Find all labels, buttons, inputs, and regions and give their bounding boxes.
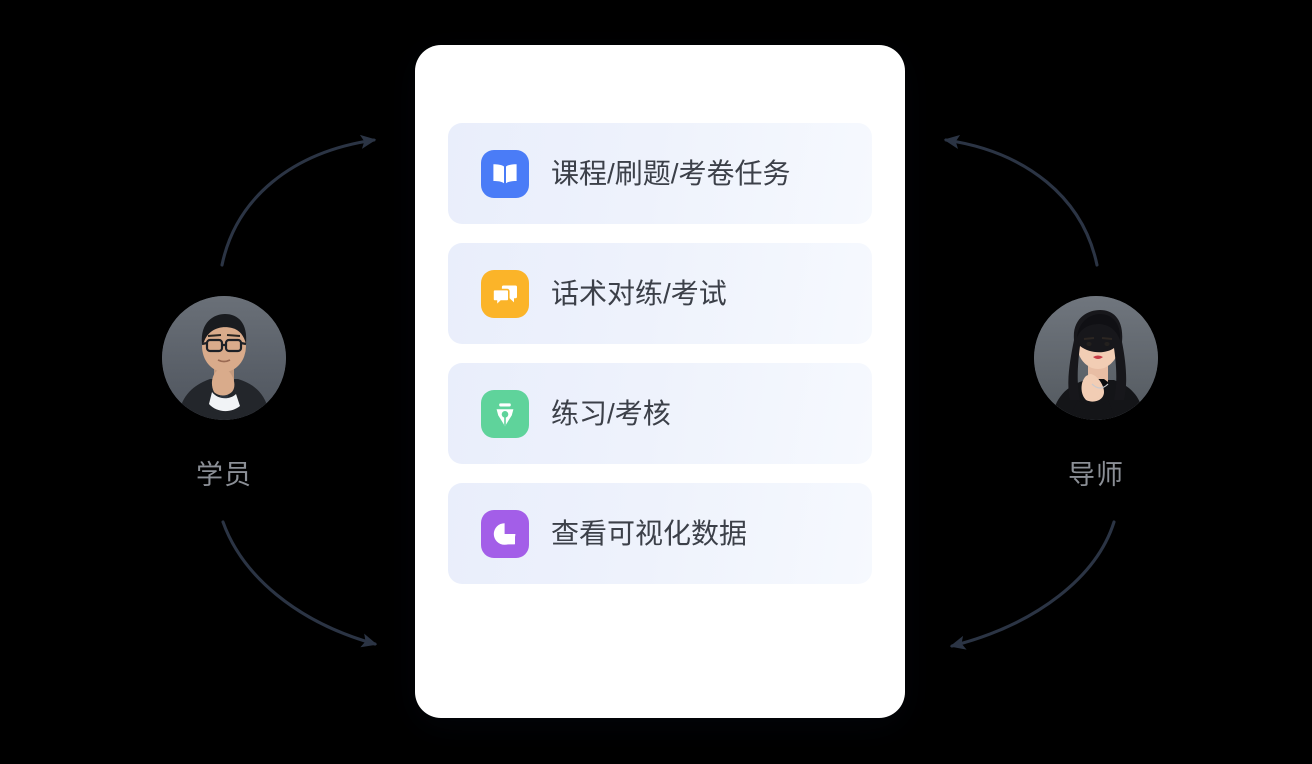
arrow-student-to-panel-top: [220, 134, 377, 267]
feature-row-label: 话术对练/考试: [551, 277, 727, 309]
persona-label-student: 学员: [196, 460, 252, 490]
feature-row-label: 查看可视化数据: [551, 517, 748, 549]
feature-panel: 课程/刷题/考卷任务 话术对练/考试: [415, 45, 905, 718]
persona-student: 学员: [124, 296, 324, 489]
arrow-panel-to-mentor-bottom: [949, 520, 1116, 650]
feature-row[interactable]: 话术对练/考试: [448, 243, 872, 344]
avatar: [162, 296, 286, 420]
persona-label-mentor: 导师: [1068, 460, 1124, 490]
feature-row-list: 课程/刷题/考卷任务 话术对练/考试: [448, 123, 872, 584]
chat-bubbles-icon: [481, 269, 529, 318]
feature-row[interactable]: 练习/考核: [448, 363, 872, 464]
mentor-avatar-female: [1034, 296, 1158, 420]
persona-mentor: 导师: [996, 296, 1196, 489]
pen-nib-icon: [481, 389, 529, 438]
book-icon: [481, 149, 529, 198]
arrow-panel-to-student-bottom: [221, 520, 378, 648]
feature-row-label: 练习/考核: [551, 397, 671, 429]
feature-row[interactable]: 查看可视化数据: [448, 483, 872, 584]
pie-chart-icon: [481, 509, 529, 558]
arrow-mentor-to-panel-top: [943, 134, 1099, 267]
feature-row[interactable]: 课程/刷题/考卷任务: [448, 123, 872, 224]
feature-row-label: 课程/刷题/考卷任务: [551, 157, 791, 189]
avatar: [1034, 296, 1158, 420]
student-avatar-male: [162, 296, 286, 420]
